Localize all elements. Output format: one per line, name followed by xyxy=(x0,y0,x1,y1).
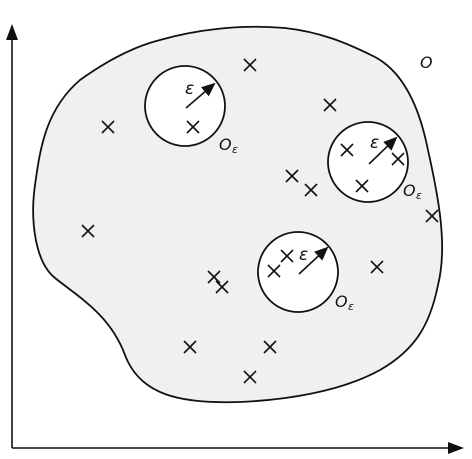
sample-point-cross-icon xyxy=(280,249,294,263)
ball-label-symbol: O xyxy=(403,181,416,200)
sample-point-cross-icon xyxy=(323,98,337,112)
sample-point-cross-icon xyxy=(285,169,299,183)
radius-arrow xyxy=(298,246,329,275)
epsilon-ball xyxy=(257,231,339,313)
sample-point-cross-icon xyxy=(370,260,384,274)
radius-label: ε xyxy=(370,133,379,153)
sample-point-cross-icon xyxy=(186,120,200,134)
sample-point-cross-icon xyxy=(207,270,221,284)
ball-label-symbol: O xyxy=(335,292,348,311)
ball-label-subscript: ε xyxy=(348,300,354,313)
radius-label: ε xyxy=(185,79,194,99)
sample-point-cross-icon xyxy=(215,280,229,294)
sample-point-cross-icon xyxy=(391,152,405,166)
ball-label-subscript: ε xyxy=(232,143,238,156)
radius-arrow xyxy=(368,136,398,165)
sample-point-cross-icon xyxy=(81,224,95,238)
ball-label: O ε xyxy=(219,135,238,156)
sample-point-cross-icon xyxy=(340,143,354,157)
sample-point-cross-icon xyxy=(243,370,257,384)
radius-arrow xyxy=(185,82,216,109)
sample-point-cross-icon xyxy=(425,209,439,223)
radius-label: ε xyxy=(299,245,308,265)
sample-point-cross-icon xyxy=(267,264,281,278)
sample-point-cross-icon xyxy=(243,58,257,72)
sample-points xyxy=(81,58,439,384)
sample-point-cross-icon xyxy=(304,183,318,197)
ball-label: O ε xyxy=(335,292,354,313)
ball-label: O ε xyxy=(403,181,422,202)
region-label: O xyxy=(420,53,433,72)
region-shape xyxy=(32,25,443,404)
sample-point-cross-icon xyxy=(101,120,115,134)
sample-point-cross-icon xyxy=(263,340,277,354)
epsilon-ball xyxy=(144,65,226,147)
ball-label-symbol: O xyxy=(219,135,232,154)
ball-label-subscript: ε xyxy=(416,189,422,202)
sample-point-cross-icon xyxy=(355,179,369,193)
sample-point-cross-icon xyxy=(183,340,197,354)
